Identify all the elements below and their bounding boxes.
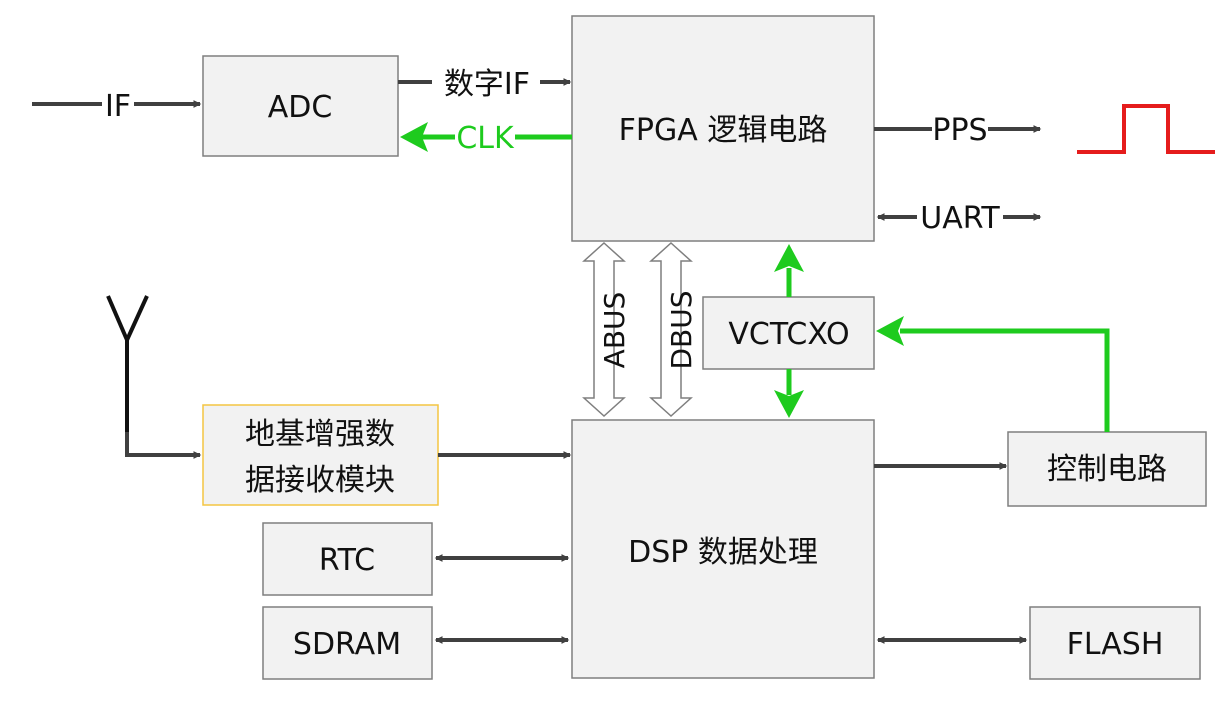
- gbas-label-line1: 地基增强数: [245, 417, 395, 452]
- sdram-block: [262, 606, 433, 680]
- abus-label: ABUS: [598, 292, 631, 369]
- adc-label: ADC: [268, 90, 333, 125]
- vctcxo-to-dsp-arrowhead: [774, 390, 804, 418]
- vctcxo-to-fpga-arrowhead: [774, 244, 804, 272]
- rtc-block: [262, 522, 433, 596]
- flash-label: FLASH: [1067, 627, 1164, 662]
- flash-block: [1029, 606, 1201, 680]
- if-input-label: IF: [105, 89, 131, 124]
- control-label: 控制电路: [1047, 452, 1167, 487]
- clk-arrowhead: [400, 122, 428, 152]
- dbus-label: DBUS: [665, 290, 698, 369]
- dsp-label: DSP 数据处理: [628, 535, 818, 570]
- control-to-vctcxo-wire: [900, 328, 1110, 432]
- antenna-to-gbas-wire: [125, 432, 202, 459]
- fpga-label: FPGA 逻辑电路: [619, 113, 828, 148]
- uart-label: UART: [920, 201, 1000, 236]
- control-to-vctcxo-arrowhead: [876, 316, 904, 346]
- pps-label: PPS: [932, 113, 987, 148]
- fpga-block: [571, 15, 875, 242]
- sdram-label: SDRAM: [293, 627, 401, 662]
- control-block: [1007, 431, 1207, 507]
- antenna-icon: [106, 295, 149, 432]
- dsp-block: [571, 419, 875, 679]
- pulse-waveform-icon: [1077, 104, 1215, 154]
- dbus-arrow: [649, 241, 693, 418]
- rtc-label: RTC: [319, 543, 375, 578]
- gbas-label-line2: 据接收模块: [245, 463, 395, 498]
- clk-label: CLK: [456, 121, 515, 156]
- vctcxo-label: VCTCXO: [728, 317, 849, 352]
- gbas-receiver-block: [202, 404, 439, 506]
- digital-if-label: 数字IF: [444, 67, 530, 102]
- adc-block: [202, 55, 399, 157]
- abus-arrow: [582, 241, 626, 418]
